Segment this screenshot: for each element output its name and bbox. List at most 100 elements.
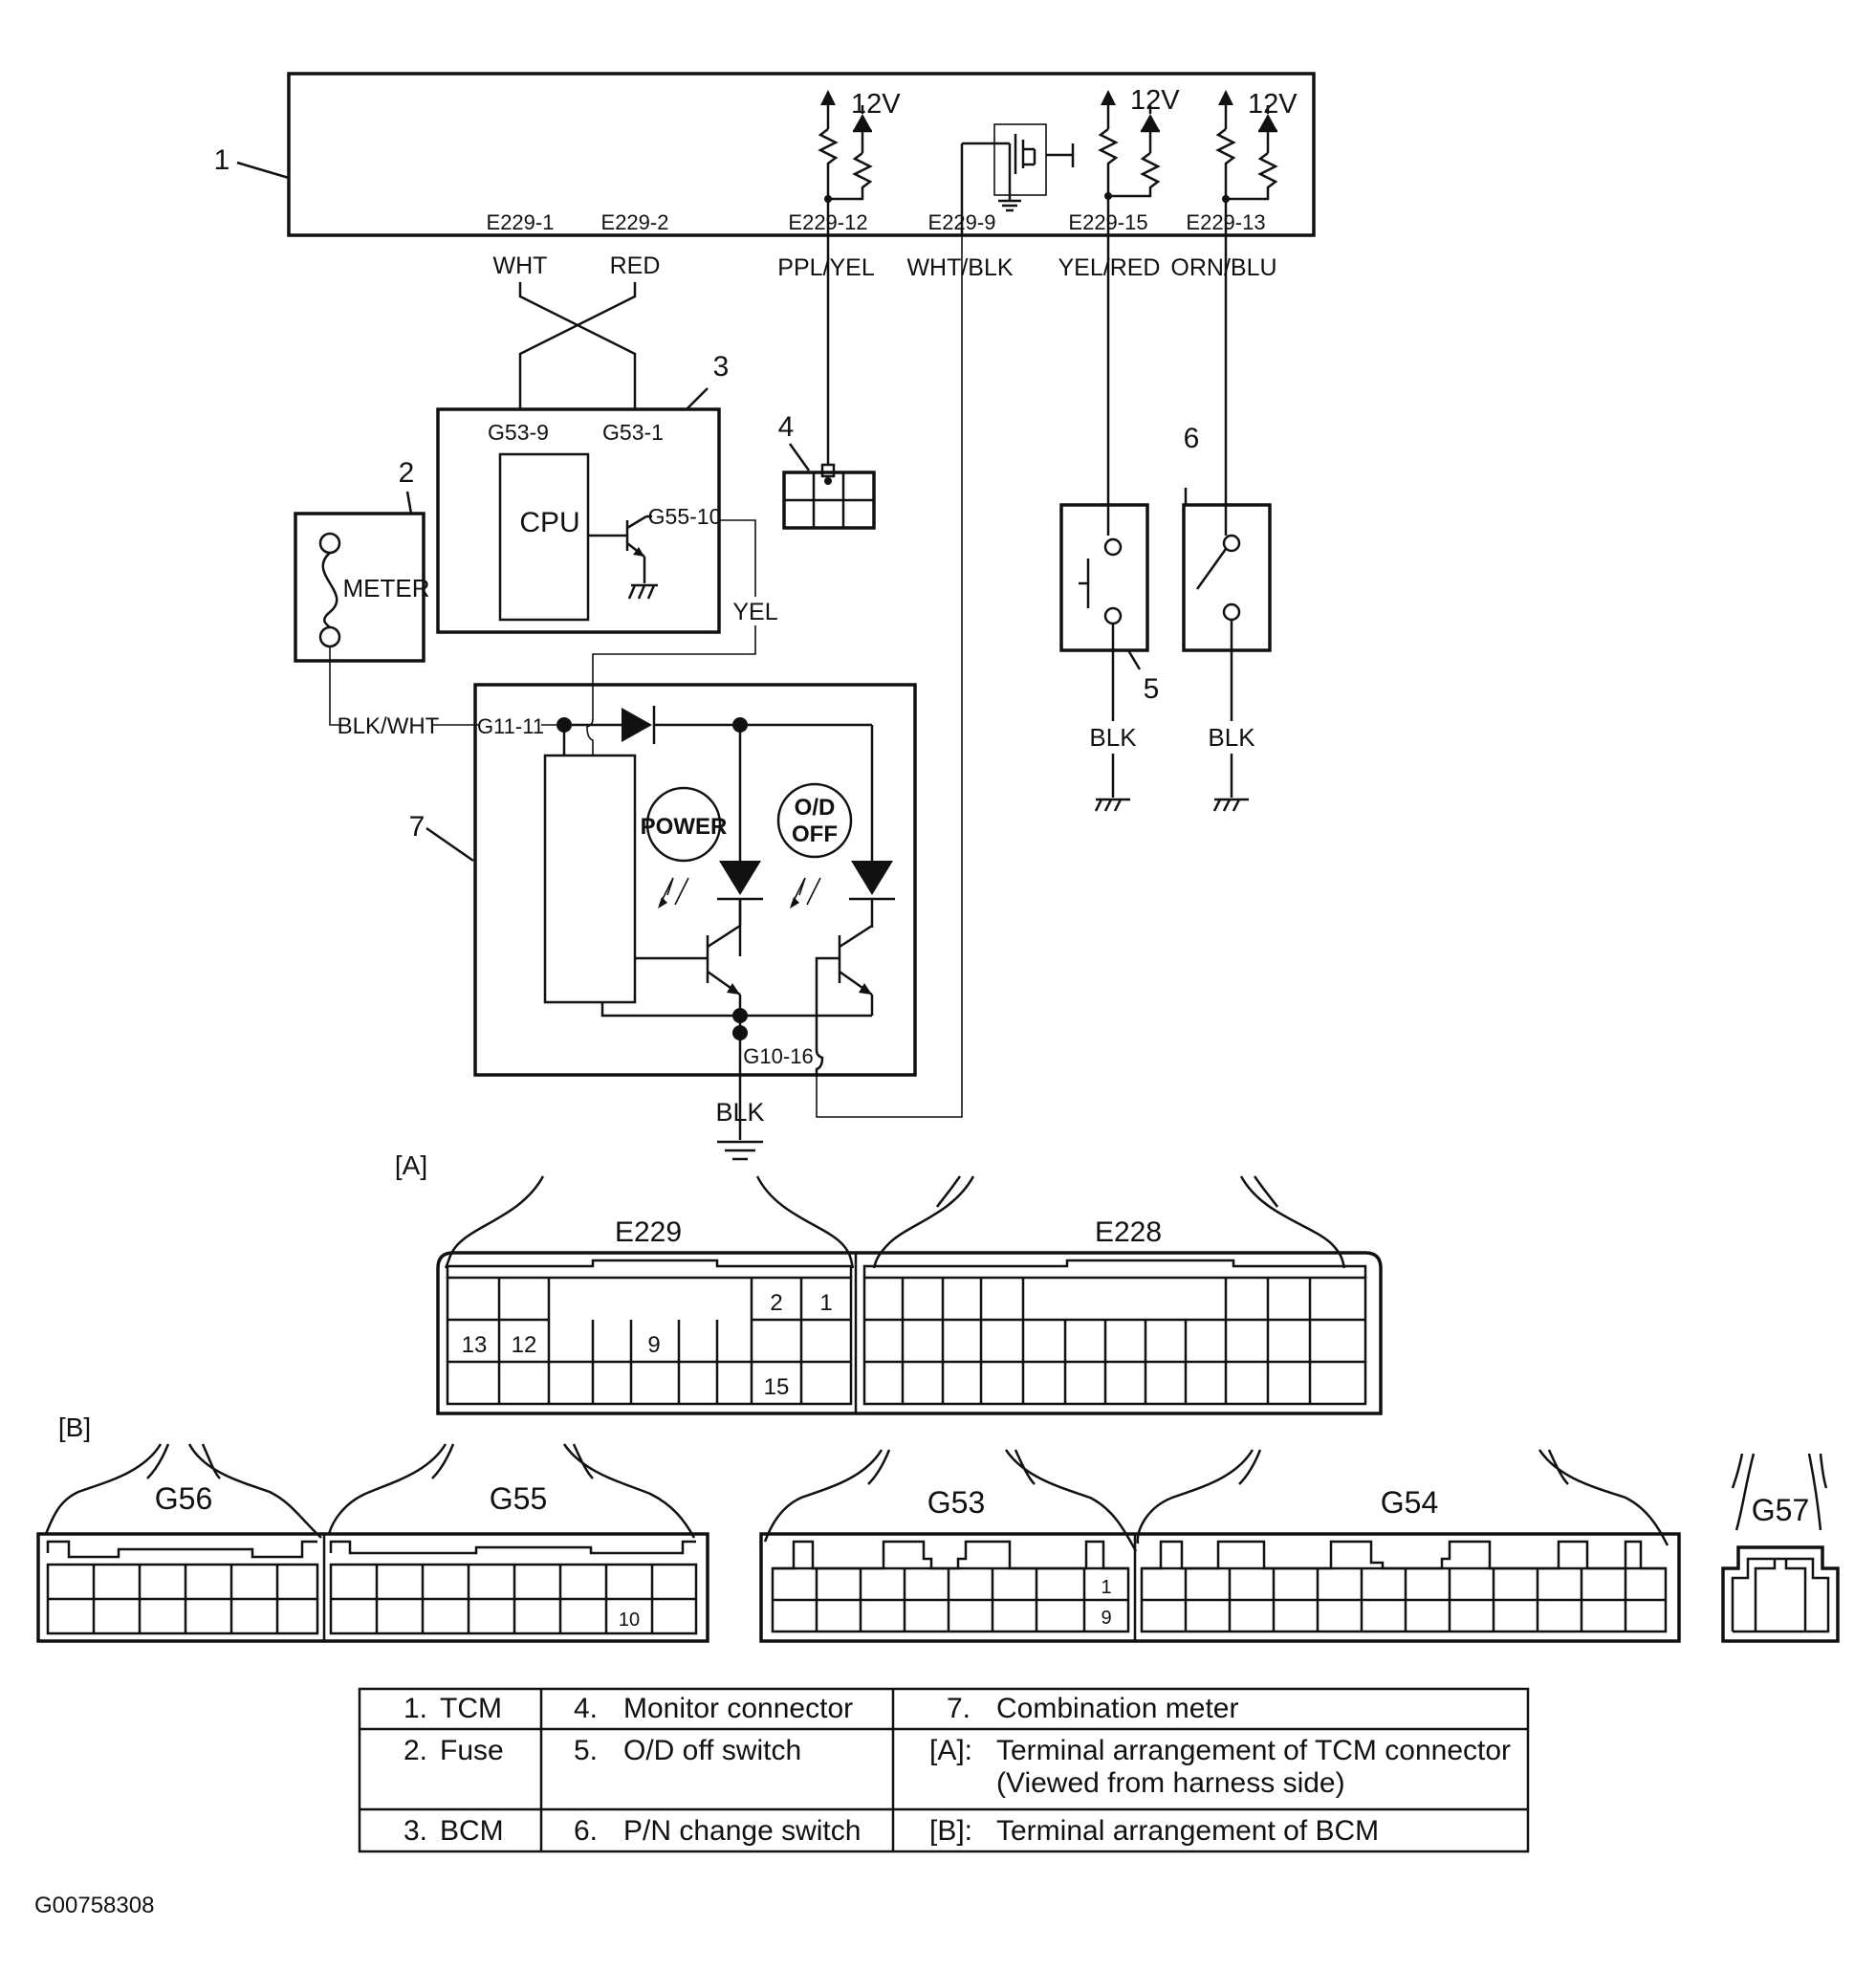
cpu-block [498,452,590,622]
legend-key-b: [B]: [929,1815,972,1847]
legend-num-3: 3. [404,1815,427,1847]
legend-item-combination-meter: Combination meter [996,1693,1238,1724]
wire-label-blk-sw5: BLK [1089,723,1137,752]
callout-leader-7 [425,826,474,863]
connector-g56-label: G56 [155,1481,212,1516]
connector-a-brackets [444,1175,1346,1269]
legend-item-tcm-terminal: Terminal arrangement of TCM connector [996,1735,1511,1766]
legend-num-1: 1. [404,1693,427,1724]
connector-g57-label: G57 [1752,1493,1809,1527]
connector-e228-label: E228 [1095,1216,1162,1248]
connector-e229-label: E229 [615,1216,682,1248]
pin-e229-13: E229-13 [1186,210,1265,234]
legend-item-fuse: Fuse [440,1735,504,1766]
meter-ic [543,754,637,1004]
legend-table [358,1687,1530,1853]
fuse-symbol [318,532,341,648]
pin-g53-1: G53-1 [602,420,664,445]
pin-e229-1: E229-1 [487,210,555,234]
wire-yel-hop [586,718,594,756]
e229-pin-12: 12 [512,1332,537,1358]
connector-e229-e228-body [436,1251,1383,1415]
connector-g54-label: G54 [1381,1485,1438,1520]
g53-pin-9: 9 [1101,1608,1111,1629]
pin-g53-9: G53-9 [488,420,549,445]
callout-3: 3 [713,351,730,383]
connector-g57-body [1721,1545,1840,1643]
pin-e229-2: E229-2 [601,210,669,234]
legend-num-4: 4. [574,1693,598,1724]
section-a-label: [A] [395,1150,427,1180]
legend-num-7: 7. [947,1693,971,1724]
connector-g55-label: G55 [490,1481,547,1516]
callout-leader-1 [236,161,290,180]
wire-label-ppl-yel: PPL/YEL [777,254,875,281]
wire-label-blk-wht: BLK/WHT [338,713,440,739]
connector-b-brackets [44,1443,1828,1552]
fuse-box [294,512,425,663]
legend-item-monitor-connector: Monitor connector [623,1693,853,1724]
connector-e229-grid [447,1278,851,1404]
meter-diode [622,706,656,744]
ground-symbol-meter [717,1128,763,1161]
od-lamp-label-1: O/D [795,795,836,821]
legend-key-a: [A]: [929,1735,972,1766]
ground-symbol-sw6 [1212,754,1249,812]
e229-pin-15: 15 [764,1374,790,1400]
pn-change-switch-contacts [1195,534,1241,622]
wire-label-orn-blu: ORN/BLU [1170,254,1276,281]
legend-item-tcm: TCM [440,1693,502,1724]
g53-pin-1: 1 [1101,1577,1111,1598]
pin-e229-9: E229-9 [928,210,996,234]
cpu-label: CPU [519,507,579,538]
legend-item-tcm-terminal-note: (Viewed from harness side) [996,1767,1345,1799]
power-driver-transistor [635,899,742,1016]
legend-item-bcm: BCM [440,1815,504,1847]
od-lamp-circle [776,782,853,859]
connector-e228-grid [864,1278,1365,1404]
ground-symbol-sw5 [1094,754,1130,812]
callout-5: 5 [1144,673,1160,705]
callout-leader-5 [1126,649,1142,670]
wire-yel [592,519,756,719]
legend-item-bcm-terminal: Terminal arrangement of BCM [996,1815,1379,1847]
combination-meter-box [473,683,917,1077]
od-driver-transistor [815,924,874,1077]
pin-g11-11: G11-11 [477,714,544,738]
section-b-label: [B] [58,1413,91,1442]
wire-label-blk-ground: BLK [715,1098,764,1127]
pin-g55-10: G55-10 [648,504,722,529]
e229-pin-1: 1 [819,1290,832,1316]
legend-item-od-off-switch: O/D off switch [623,1735,801,1766]
pullup-circuit-15 [1098,90,1161,235]
wire-label-yel: YEL [732,599,777,625]
pin-e229-15: E229-15 [1068,210,1147,234]
callout-6: 6 [1184,423,1200,454]
od-led [790,861,895,909]
e229-pin-2: 2 [770,1290,782,1316]
legend-num-2: 2. [404,1735,427,1766]
g55-pin-10: 10 [619,1610,640,1631]
supply-12v-a: 12V [851,89,901,120]
e229-pin-9: 9 [647,1332,660,1358]
callout-leader-2 [405,491,413,515]
tcm-box [287,72,1316,237]
monitor-connector [782,463,876,530]
wire-red [518,282,637,409]
wire-label-blk-sw6: BLK [1208,723,1255,752]
wire-wht-blk [816,235,963,1118]
legend-num-6: 6. [574,1815,598,1847]
figure-id: G00758308 [34,1893,154,1918]
power-lamp-circle [645,786,722,863]
od-lamp-label-2: OFF [792,821,838,847]
legend-num-5: 5. [574,1735,598,1766]
legend-item-pn-change-switch: P/N change switch [623,1815,861,1847]
wire-label-wht: WHT [493,252,548,279]
connector-g53-g54-body [759,1532,1681,1643]
callout-7: 7 [409,811,425,843]
fuse-label: METER [343,574,430,602]
callout-leader-3 [686,387,709,410]
mosfet-driver [960,123,1075,235]
pullup-circuit-12 [818,90,873,235]
